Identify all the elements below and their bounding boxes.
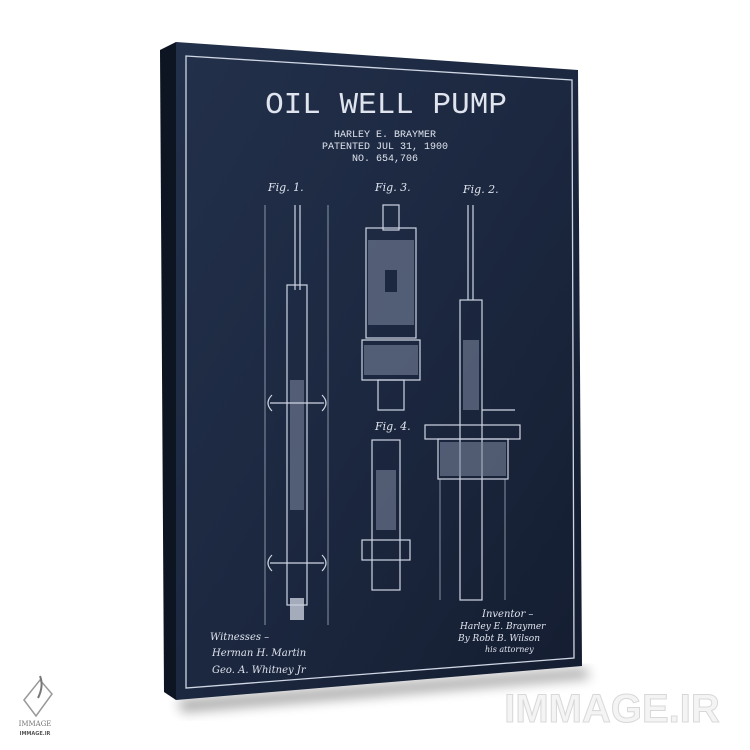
inventor-signature: Harley E. Braymer xyxy=(459,622,546,632)
fig-4-label: Fig. 4. xyxy=(374,420,411,433)
fig-3-label: Fig. 3. xyxy=(374,181,411,194)
immage-logo: IMMAGE IMMAGE.IR xyxy=(19,675,53,737)
witnesses-label: Witnesses – xyxy=(210,632,269,643)
patent-date: PATENTED JUL 31, 1900 xyxy=(322,142,448,153)
witness-1-signature: Herman H. Martin xyxy=(211,648,306,659)
watermark-text: IMMAGE.IR xyxy=(504,687,720,731)
poster-border xyxy=(185,55,575,689)
witness-2-signature: Geo. A. Whitney Jr xyxy=(212,665,307,676)
canvas-shadow xyxy=(178,668,590,712)
fig-2-label: Fig. 2. xyxy=(462,183,499,196)
patent-number: NO. 654,706 xyxy=(352,154,418,165)
fig-2-drawing xyxy=(424,205,521,601)
fig-1-drawing xyxy=(264,205,329,625)
fig-4-drawing xyxy=(361,439,411,591)
poster-title: OIL WELL PUMP xyxy=(265,88,507,123)
fig-1-label: Fig. 1. xyxy=(267,181,304,194)
logo-mark-icon xyxy=(23,678,53,718)
canvas-side-edge xyxy=(160,42,176,700)
inventor-name: HARLEY E. BRAYMER xyxy=(334,130,436,141)
attorney-label: his attorney xyxy=(485,645,534,654)
fig-3-drawing xyxy=(361,204,421,411)
inventor-label: Inventor – xyxy=(481,609,533,620)
attorney-signature: By Robt B. Wilson xyxy=(457,634,540,644)
logo-sub: IMMAGE.IR xyxy=(20,731,51,737)
logo-name: IMMAGE xyxy=(19,720,52,728)
